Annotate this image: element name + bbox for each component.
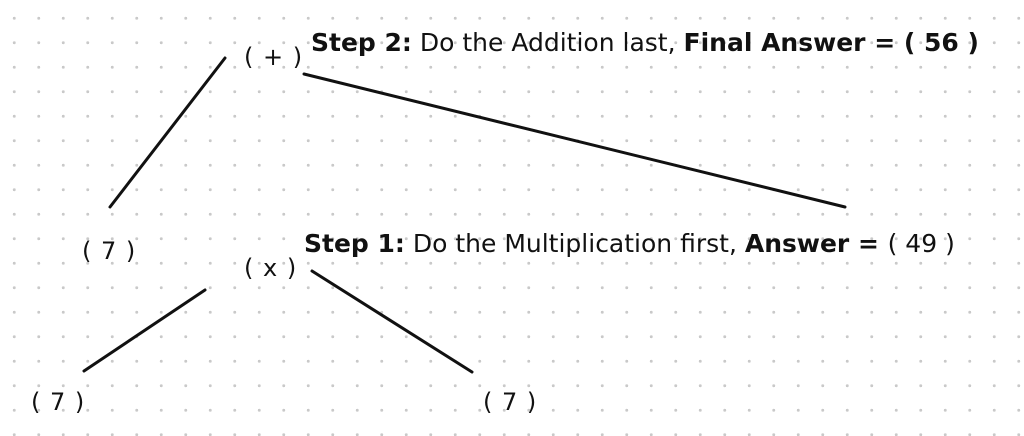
step-1-description: Do the Multiplication first, <box>404 229 745 258</box>
edge-plus-to-seven <box>108 56 227 209</box>
times-node: ( x ) <box>244 254 298 282</box>
edge-times-to-left-seven <box>82 288 207 373</box>
plus-node: ( + ) <box>244 43 304 71</box>
step-1-answer-label: Answer = <box>744 229 888 258</box>
edge-plus-to-times <box>302 72 847 209</box>
step-1-text: Step 1: Do the Multiplication first, Ans… <box>304 231 955 256</box>
step-2-prefix: Step 2: <box>311 28 412 57</box>
bottom-right-seven-node: ( 7 ) <box>483 388 538 416</box>
step-2-text: Step 2: Do the Addition last, Final Answ… <box>311 30 979 55</box>
step-2-description: Do the Addition last, <box>411 28 684 57</box>
step-2-answer-label: Final Answer = <box>683 28 904 57</box>
left-seven-node: ( 7 ) <box>82 237 137 265</box>
step-1-prefix: Step 1: <box>304 229 405 258</box>
step-2-answer-value: ( 56 ) <box>903 28 979 57</box>
bottom-left-seven-node: ( 7 ) <box>31 388 86 416</box>
step-1-answer-value: ( 49 ) <box>887 229 955 258</box>
edge-times-to-right-seven <box>310 269 474 374</box>
